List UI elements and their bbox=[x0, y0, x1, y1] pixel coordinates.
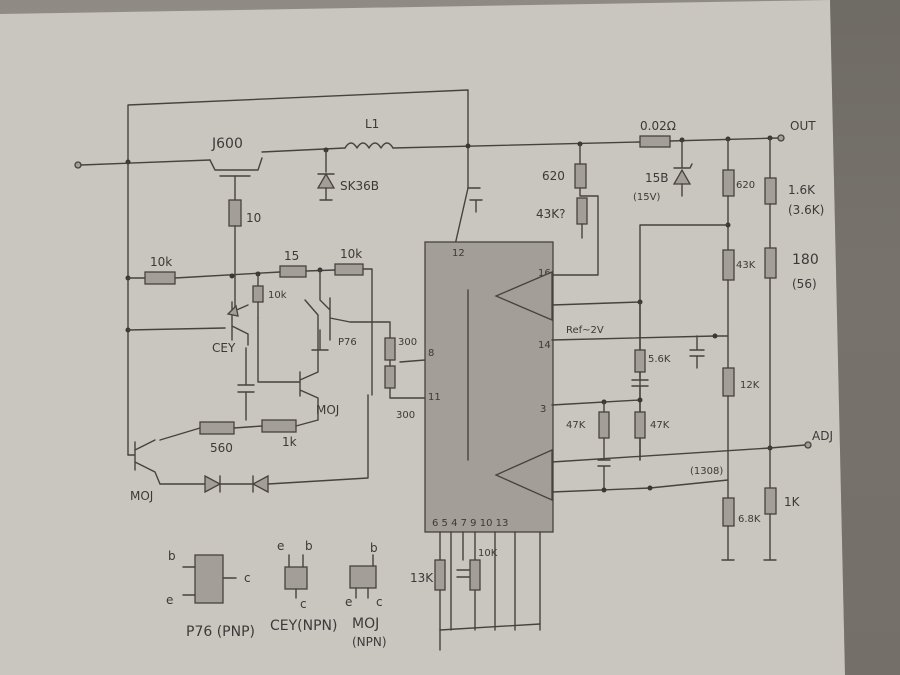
legend-cey-c: c bbox=[300, 597, 307, 611]
label-r15: 15 bbox=[284, 249, 299, 263]
ic-pin12: 12 bbox=[452, 248, 465, 259]
shunt-and-output: 0.02Ω OUT bbox=[639, 119, 816, 148]
feedback-620-43k: 620 43K? bbox=[536, 143, 599, 276]
paper-sheet bbox=[0, 0, 845, 675]
label-r620a: 620 bbox=[542, 169, 565, 183]
resistor-10k-vertical: 10k bbox=[252, 273, 287, 319]
legend-p76-name: P76 (PNP) bbox=[186, 624, 255, 640]
resistors-300: 300 300 bbox=[371, 321, 426, 421]
label-out: OUT bbox=[790, 119, 816, 133]
label-r300b: 300 bbox=[396, 410, 415, 421]
legend-moj-e: e bbox=[345, 595, 352, 609]
ic-bottom-pins: 6 5 4 7 9 10 13 bbox=[432, 518, 508, 529]
label-r3-6k: (3.6K) bbox=[788, 203, 824, 217]
label-ref: Ref~2V bbox=[566, 325, 604, 336]
label-r1k-bot: 1k bbox=[282, 435, 297, 449]
ic-controller: 12 16 15 14 8 11 3 1 2 6 5 4 7 9 10 13 bbox=[424, 241, 554, 533]
legend-cey-name: CEY(NPN) bbox=[270, 618, 337, 634]
legend-p76-e: e bbox=[166, 593, 173, 607]
label-zener: 15B bbox=[645, 171, 669, 185]
label-r6-8k: 6.8K bbox=[738, 514, 761, 525]
resistor-row-10k-15-10k: 10k 15 10k bbox=[127, 247, 373, 396]
legend-moj-type: (NPN) bbox=[352, 635, 387, 649]
legend-cey-b: b bbox=[305, 539, 313, 553]
legend-p76-c: c bbox=[244, 571, 251, 585]
legend-moj-b: b bbox=[370, 541, 378, 555]
label-r43k: 43K? bbox=[536, 207, 566, 221]
legend-moj: b e c MOJ (NPN) bbox=[345, 541, 387, 649]
label-r1-6k: 1.6K bbox=[788, 183, 816, 197]
ic-pin8: 8 bbox=[428, 348, 434, 359]
legend-cey: e b c CEY(NPN) bbox=[270, 539, 337, 634]
ic-pin16: 16 bbox=[538, 268, 551, 279]
label-sk36b: SK36B bbox=[340, 179, 379, 193]
legend-moj-c: c bbox=[376, 595, 383, 609]
label-adj: ADJ bbox=[812, 429, 833, 443]
label-r56: (56) bbox=[792, 277, 817, 291]
legend-p76: b e c P76 (PNP) bbox=[166, 549, 255, 640]
label-r5-6k: 5.6K bbox=[648, 354, 671, 365]
label-r10: 10 bbox=[246, 211, 261, 225]
label-r10k-b: 10k bbox=[340, 247, 362, 261]
paper-shadow bbox=[830, 0, 900, 675]
label-r180: 180 bbox=[792, 252, 819, 268]
label-cey: CEY bbox=[212, 341, 236, 355]
transistor-moj-middle: MOJ bbox=[237, 299, 339, 421]
legend-moj-name: MOJ bbox=[352, 616, 379, 632]
resistor-row-560-1k: 560 1k bbox=[159, 419, 319, 455]
label-r43k-b: 43K bbox=[736, 260, 756, 271]
label-r1k-adj: 1K bbox=[784, 495, 801, 509]
label-p76: P76 bbox=[338, 337, 357, 348]
label-r10k-c: 10k bbox=[268, 290, 287, 301]
ic-pin14: 14 bbox=[538, 340, 551, 351]
label-l1: L1 bbox=[365, 117, 379, 131]
label-shunt: 0.02Ω bbox=[640, 119, 676, 133]
capacitor-input bbox=[454, 187, 483, 246]
label-r10k-a: 10k bbox=[150, 255, 172, 269]
label-r12k: 12K bbox=[740, 380, 760, 391]
label-r47k-a: 47K bbox=[566, 420, 586, 431]
reference-network: Ref~2V 5.6K 47K 47K bbox=[551, 299, 771, 493]
label-r1308: (1308) bbox=[690, 466, 723, 477]
label-zener-v: (15V) bbox=[633, 192, 660, 203]
transistor-moj-lower: MOJ bbox=[127, 394, 369, 503]
label-r13k: 13K bbox=[410, 571, 434, 585]
label-moj-mid: MOJ bbox=[316, 403, 339, 417]
label-r620b: 620 bbox=[736, 180, 755, 191]
inductor-l1: L1 bbox=[261, 117, 641, 153]
zener-15b: 15B (15V) bbox=[633, 139, 693, 203]
transistor-p76: P76 bbox=[311, 269, 373, 351]
resistor-10: 10 bbox=[228, 199, 261, 313]
label-r560: 560 bbox=[210, 441, 233, 455]
ic-pin11: 11 bbox=[428, 392, 441, 403]
label-moj-lower: MOJ bbox=[130, 489, 153, 503]
mosfet-j600: J600 bbox=[209, 136, 263, 201]
label-j600: J600 bbox=[211, 136, 243, 152]
ic-pin3: 3 bbox=[540, 404, 546, 415]
diode-sk36b: SK36B bbox=[316, 149, 379, 201]
label-r300a: 300 bbox=[398, 337, 417, 348]
legend-cey-e: e bbox=[277, 539, 284, 553]
transistor-cey: CEY bbox=[127, 301, 249, 355]
divider-chains: 620 43K 12K 6.8K (1308) 1.6K (3.6K) 180 … bbox=[639, 137, 833, 561]
legend-p76-b: b bbox=[168, 549, 176, 563]
label-r10k-bot: 10K bbox=[478, 548, 498, 559]
ic-bottom-network: 13K 10K bbox=[410, 531, 541, 651]
label-r47k-b: 47K bbox=[650, 420, 670, 431]
